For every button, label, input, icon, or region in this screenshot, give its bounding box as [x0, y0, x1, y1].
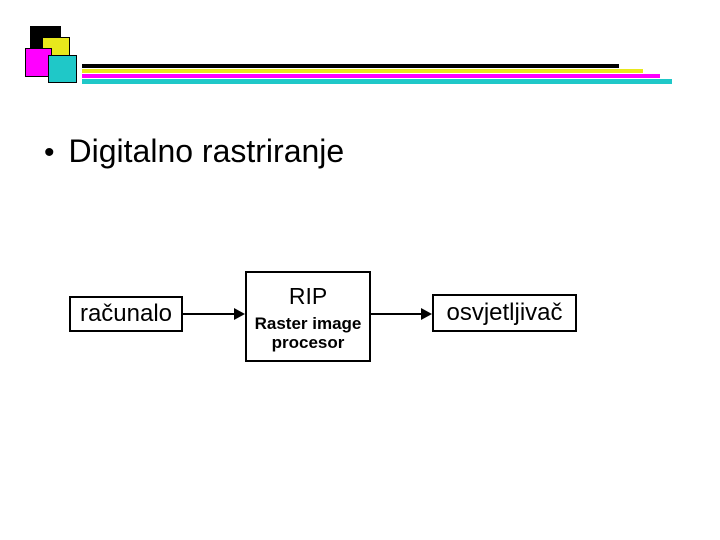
- logo-square-magenta-icon: [25, 48, 52, 77]
- stripe-black: [82, 64, 619, 68]
- node-imagesetter-label: osvjetljivač: [446, 299, 563, 326]
- stripe-yellow: [82, 69, 643, 73]
- node-rip-subtitle-line1: Raster image: [254, 313, 362, 333]
- node-rip: RIP Raster image procesor: [245, 271, 371, 362]
- stripe-cyan: [82, 79, 672, 84]
- node-rip-title: RIP: [288, 282, 328, 309]
- arrow-rip-to-imagesetter-head-icon: [421, 308, 432, 320]
- title-text: Digitalno rastriranje: [68, 133, 345, 169]
- arrow-computer-to-rip-line: [183, 313, 235, 315]
- arrow-computer-to-rip-head-icon: [234, 308, 245, 320]
- arrow-rip-to-imagesetter-line: [371, 313, 422, 315]
- node-computer: računalo: [69, 296, 183, 332]
- slide-title: • Digitalno rastriranje: [44, 133, 344, 171]
- node-rip-subtitle: Raster image procesor: [255, 314, 362, 352]
- bullet-icon: •: [44, 136, 55, 169]
- node-rip-subtitle-line2: procesor: [271, 332, 345, 352]
- stripe-magenta: [82, 74, 660, 78]
- node-imagesetter: osvjetljivač: [432, 294, 577, 332]
- logo-square-cyan-icon: [48, 55, 77, 83]
- node-computer-label: računalo: [79, 300, 173, 327]
